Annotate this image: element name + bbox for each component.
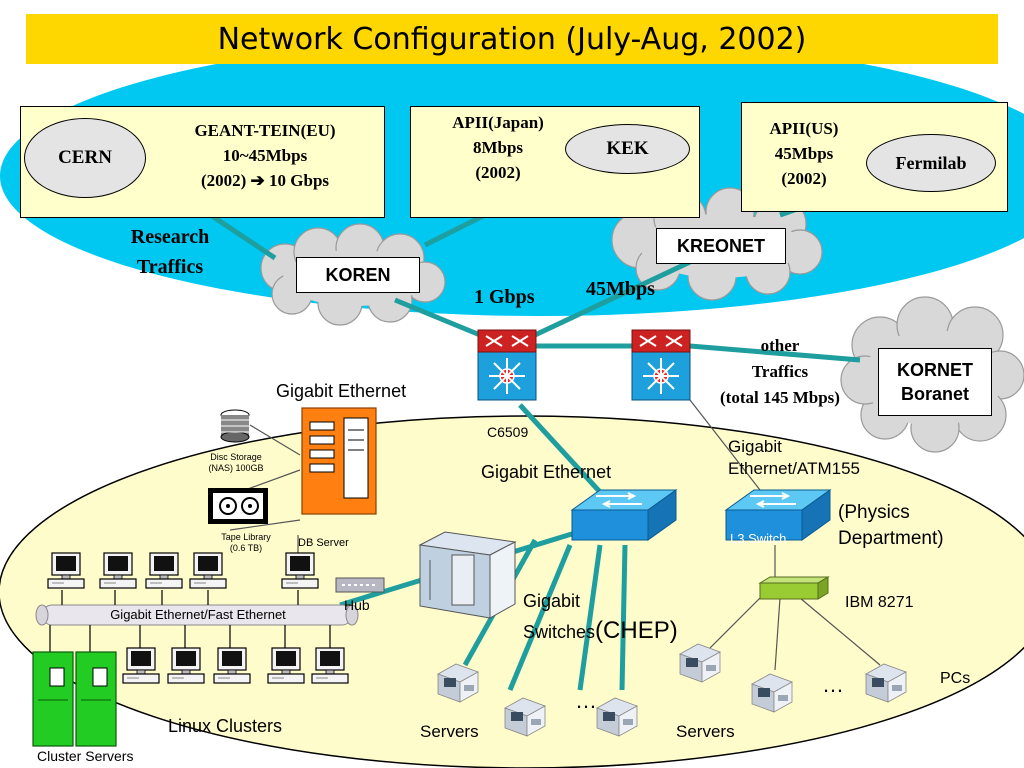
thin-links	[229, 399, 881, 671]
chep-rack-server[interactable]	[418, 531, 517, 619]
pcs-label: PCs	[940, 670, 971, 687]
kreonet-label[interactable]: KREONET	[656, 228, 786, 264]
kornet-label[interactable]: KORNET Boranet	[878, 348, 992, 416]
koren-label[interactable]: KOREN	[296, 257, 420, 293]
apii-japan-info: APII(Japan) 8Mbps (2002)	[452, 113, 544, 182]
cluster-node-pc[interactable]	[213, 647, 251, 684]
cluster-bus	[35, 590, 359, 660]
cluster-node-pc[interactable]	[99, 552, 137, 589]
db-server-label: DB Server	[298, 537, 349, 549]
chep-gigabit-ethernet-label: Gigabit Ethernet	[481, 462, 612, 482]
cern-site[interactable]: CERN	[24, 118, 146, 198]
db-server-icon[interactable]	[301, 407, 377, 515]
right-arrow-icon: ➔	[250, 171, 265, 190]
disc-storage-icon	[220, 409, 250, 443]
hub-device[interactable]	[335, 577, 385, 593]
research-traffics-label: Research Traffics	[130, 226, 210, 278]
geant-speed: 10~45Mbps	[222, 146, 308, 165]
physics-servers-ellipsis: …	[822, 672, 844, 697]
title-bar: Network Configuration (July-Aug, 2002)	[26, 14, 998, 64]
l3-switch-label: L3 Switch	[730, 531, 787, 546]
cluster-node-pc[interactable]	[267, 647, 305, 684]
physics-department-label: (Physics Department)	[838, 502, 944, 549]
geant-link-info: GEANT-TEIN(EU) 10~45Mbps (2002) ➔ 10 Gbp…	[160, 118, 370, 193]
cluster-bus-label: Gigabit Ethernet/Fast Ethernet	[110, 607, 286, 622]
linux-clusters-label: Linux Clusters	[168, 716, 283, 736]
disc-storage-label: Disc Storage (NAS) 100GB	[208, 452, 264, 473]
fermilab-site[interactable]: Fermilab	[866, 134, 996, 192]
physics-servers-label: Servers	[676, 722, 735, 741]
cluster-node-pc[interactable]	[122, 647, 160, 684]
ibm-8271-label: IBM 8271	[845, 594, 914, 611]
kreonet-uplink-bandwidth: 45Mbps	[586, 278, 655, 300]
koren-uplink-bandwidth: 1 Gbps	[474, 286, 535, 308]
cluster-node-pc[interactable]	[189, 552, 227, 589]
physics-uplink-label: Gigabit Ethernet/ATM155	[728, 437, 860, 478]
tape-library-icon	[208, 488, 268, 524]
page-title: Network Configuration (July-Aug, 2002)	[217, 21, 807, 57]
chep-servers-label: Servers	[420, 722, 479, 741]
other-traffics-label: other Traffics (total 145 Mbps)	[720, 336, 840, 407]
geant-upgrade: (2002) ➔ 10 Gbps	[200, 171, 330, 190]
chep-servers-ellipsis: …	[575, 688, 597, 713]
cluster-server[interactable]	[75, 651, 117, 747]
apii-us-info: APII(US) 45Mbps (2002)	[769, 119, 839, 188]
cluster-node-pc[interactable]	[311, 647, 349, 684]
core-router-c6509[interactable]	[477, 329, 537, 401]
geant-name: GEANT-TEIN(EU)	[194, 121, 336, 140]
cluster-node-pc[interactable]	[47, 552, 85, 589]
cluster-servers-label: Cluster Servers	[37, 748, 134, 764]
chep-label: (CHEP)	[595, 617, 678, 644]
cluster-node-pc[interactable]	[167, 647, 205, 684]
hub-label: Hub	[344, 597, 370, 613]
storage-gigabit-ethernet-label: Gigabit Ethernet	[276, 381, 407, 401]
cluster-server[interactable]	[32, 651, 74, 747]
kek-site[interactable]: KEK	[565, 124, 690, 174]
kreonet-router[interactable]	[631, 329, 691, 401]
cluster-node-pc[interactable]	[281, 552, 319, 589]
gigabit-switches-label: Gigabit Switches(CHEP)	[523, 591, 678, 644]
c6509-label: C6509	[487, 424, 529, 440]
cluster-node-pc[interactable]	[145, 552, 183, 589]
ibm-8271-hub[interactable]	[758, 576, 830, 600]
tape-library-label: Tape Library (0.6 TB)	[221, 532, 271, 553]
